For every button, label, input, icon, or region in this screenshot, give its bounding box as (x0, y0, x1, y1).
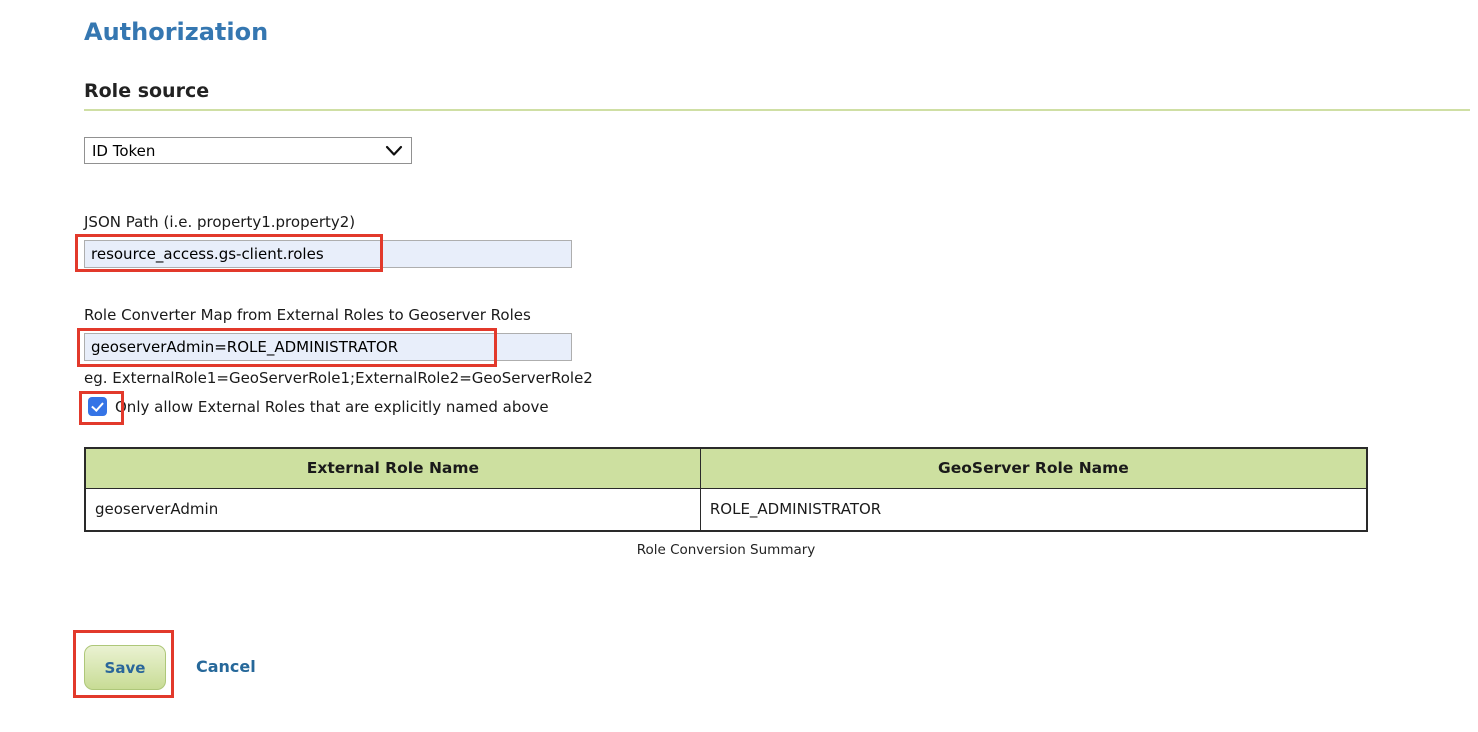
save-button[interactable]: Save (84, 645, 166, 690)
table-caption: Role Conversion Summary (636, 542, 816, 558)
external-role-cell: geoserverAdmin (84, 487, 701, 532)
chevron-down-icon (385, 145, 403, 157)
role-converter-label: Role Converter Map from External Roles t… (84, 306, 531, 324)
role-source-selected-value: ID Token (92, 141, 156, 160)
json-path-input[interactable] (84, 240, 572, 268)
external-role-name-header: External Role Name (84, 447, 701, 489)
json-path-label: JSON Path (i.e. property1.property2) (84, 213, 356, 231)
role-source-select[interactable]: ID Token (84, 137, 412, 164)
geoserver-role-name-header: GeoServer Role Name (699, 447, 1368, 489)
table-header-row: External Role Name GeoServer Role Name (84, 447, 1368, 489)
role-source-heading: Role source (84, 80, 210, 102)
only-allow-checkbox-label: Only allow External Roles that are expli… (115, 397, 549, 416)
geoserver-role-cell: ROLE_ADMINISTRATOR (699, 487, 1368, 532)
cancel-link[interactable]: Cancel (196, 657, 256, 676)
only-allow-checkbox[interactable] (88, 397, 107, 416)
role-converter-input[interactable] (84, 333, 572, 361)
role-conversion-table: External Role Name GeoServer Role Name g… (84, 447, 1368, 532)
section-divider (84, 109, 1470, 111)
only-allow-checkbox-row: Only allow External Roles that are expli… (88, 397, 549, 416)
table-row: geoserverAdmin ROLE_ADMINISTRATOR (84, 487, 1368, 532)
page-title: Authorization (84, 18, 269, 46)
role-converter-hint: eg. ExternalRole1=GeoServerRole1;Externa… (84, 369, 593, 387)
